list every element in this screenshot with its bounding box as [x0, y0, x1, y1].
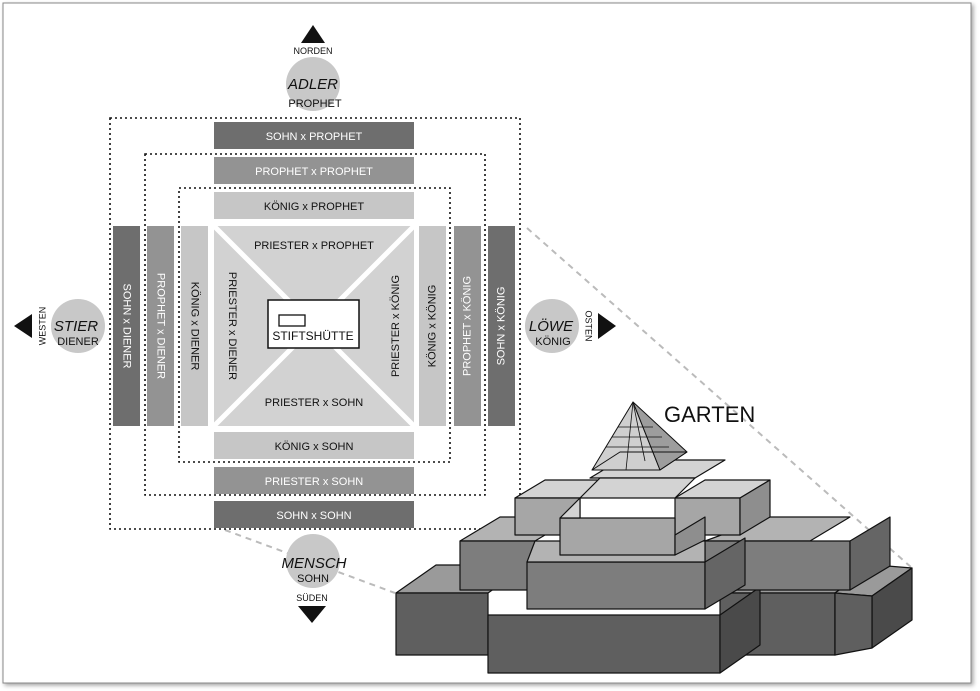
west-label: WESTEN: [37, 307, 47, 346]
west-beast-label: STIER: [54, 318, 98, 335]
south-beast-label: MENSCH: [281, 555, 346, 572]
center-bottom-label: PRIESTER x SOHN: [265, 397, 363, 409]
middle-dotted-square: [144, 153, 486, 496]
east-emblem-circle: [525, 299, 579, 353]
bar-bottom-inner-label: KÖNIG x SOHN: [275, 441, 354, 453]
north-beast-label: ADLER: [287, 76, 338, 93]
projection-line-right: [526, 227, 913, 569]
bar-bottom-middle-label: PRIESTER x SOHN: [265, 476, 363, 488]
bar-top-outer: [214, 122, 414, 149]
north-emblem-circle: [286, 57, 340, 111]
east-label: OSTEN: [584, 310, 594, 341]
bar-top-inner: [214, 192, 414, 219]
bar-left-inner: [181, 226, 208, 426]
west-emblem-circle: [51, 299, 105, 353]
north-arrow-icon: [301, 25, 325, 43]
south-emblem-circle: [286, 534, 340, 588]
south-label: SÜDEN: [296, 593, 328, 603]
holy-of-holies-box: [278, 314, 306, 327]
bar-left-middle-label: PROPHET x DIENER: [155, 273, 167, 379]
bar-right-inner-label: KÖNIG x KÖNIG: [426, 285, 438, 368]
bar-right-inner: [419, 226, 446, 426]
bar-left-outer: [113, 226, 140, 426]
bar-bottom-outer: [214, 501, 414, 528]
bar-right-outer: [488, 226, 515, 426]
garden-label: GARTEN: [664, 402, 755, 427]
west-role-label: DIENER: [57, 336, 99, 348]
bar-right-outer-label: SOHN x KÖNIG: [495, 287, 507, 366]
bar-top-inner-label: KÖNIG x PROPHET: [264, 201, 365, 213]
south-role-label: SOHN: [297, 573, 329, 585]
tabernacle-label: STIFTSHÜTTE: [272, 329, 353, 343]
north-role-label: PROPHET: [288, 98, 341, 110]
bar-bottom-outer-label: SOHN x SOHN: [276, 510, 351, 522]
east-beast-label: LÖWE: [529, 317, 574, 335]
bar-top-middle: [214, 157, 414, 184]
bar-right-middle: [454, 226, 481, 426]
bar-right-middle-label: PROPHET x KÖNIG: [461, 276, 473, 376]
east-role-label: KÖNIG: [535, 336, 570, 348]
bar-bottom-middle: [214, 467, 414, 494]
bar-bottom-inner: [214, 432, 414, 459]
south-arrow-icon: [298, 606, 326, 623]
bar-top-outer-label: SOHN x PROPHET: [266, 131, 363, 143]
stepped-pyramid: [395, 401, 913, 674]
center-top-label: PRIESTER x PROPHET: [254, 240, 374, 252]
inner-dotted-square: [178, 187, 451, 463]
outer-dotted-square: [109, 117, 521, 530]
center-right-label: PRIESTER x KÖNIG: [390, 275, 402, 377]
bar-left-outer-label: SOHN x DIENER: [121, 284, 133, 369]
center-left-label: PRIESTER x DIENER: [226, 272, 238, 380]
bar-left-inner-label: KÖNIG x DIENER: [189, 282, 201, 371]
bar-top-middle-label: PROPHET x PROPHET: [255, 166, 373, 178]
east-arrow-icon: [598, 313, 616, 339]
north-label: NORDEN: [293, 46, 332, 56]
bar-left-middle: [147, 226, 174, 426]
west-arrow-icon: [14, 314, 32, 338]
